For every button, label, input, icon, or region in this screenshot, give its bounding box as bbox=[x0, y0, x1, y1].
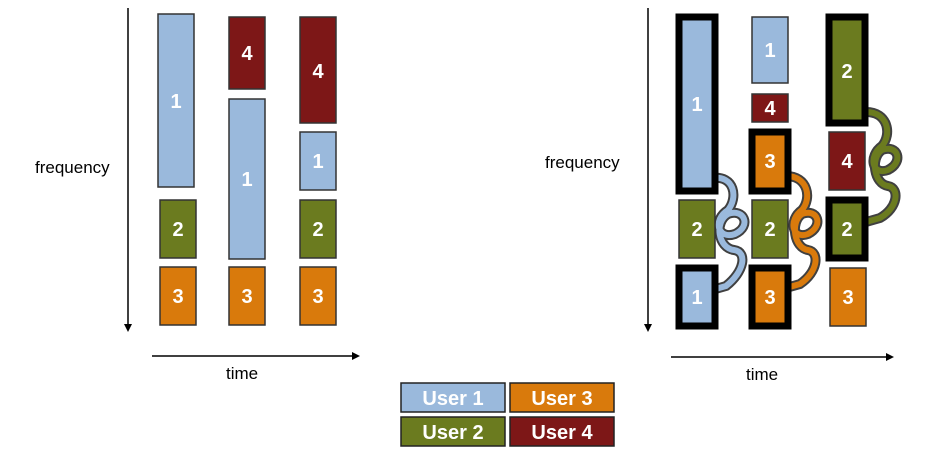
legend-item-user4: User 4 bbox=[509, 416, 615, 447]
right-block: 2 bbox=[678, 199, 716, 259]
right-block: 2 bbox=[751, 199, 789, 259]
legend-item-user3: User 3 bbox=[509, 382, 615, 413]
right-block: 1 bbox=[751, 16, 789, 84]
svg-text:1: 1 bbox=[312, 151, 323, 173]
svg-text:4: 4 bbox=[312, 61, 324, 83]
right-block: 1 bbox=[675, 264, 719, 330]
svg-text:3: 3 bbox=[312, 286, 323, 308]
svg-text:3: 3 bbox=[172, 286, 183, 308]
right-block: 4 bbox=[751, 93, 789, 123]
svg-text:4: 4 bbox=[764, 98, 776, 120]
legend: User 1 User 3 User 2 User 4 bbox=[400, 382, 615, 447]
left-frequency-label: frequency bbox=[35, 158, 110, 177]
left-block: 3 bbox=[299, 266, 337, 326]
left-block: 2 bbox=[159, 199, 197, 259]
right-block: 4 bbox=[828, 131, 866, 191]
knot-link-user2 bbox=[861, 107, 903, 227]
svg-text:1: 1 bbox=[170, 91, 181, 113]
knot-link-user3 bbox=[781, 171, 823, 293]
svg-text:1: 1 bbox=[241, 169, 252, 191]
svg-text:1: 1 bbox=[691, 287, 702, 309]
legend-item-user1: User 1 bbox=[400, 382, 506, 413]
svg-text:3: 3 bbox=[241, 286, 252, 308]
left-block: 4 bbox=[228, 16, 266, 90]
svg-text:User 2: User 2 bbox=[422, 422, 483, 444]
left-block: 1 bbox=[157, 13, 195, 188]
right-block: 3 bbox=[748, 128, 792, 195]
svg-text:3: 3 bbox=[764, 287, 775, 309]
svg-text:2: 2 bbox=[691, 219, 702, 241]
left-block: 4 bbox=[299, 16, 337, 124]
right-block: 2 bbox=[825, 196, 869, 262]
svg-text:3: 3 bbox=[764, 151, 775, 173]
left-block: 3 bbox=[228, 266, 266, 326]
right-panel: frequency time 1 2 1 bbox=[545, 8, 903, 384]
left-block: 1 bbox=[228, 98, 266, 260]
svg-text:User 1: User 1 bbox=[422, 388, 483, 410]
svg-text:User 3: User 3 bbox=[531, 388, 592, 410]
svg-text:2: 2 bbox=[841, 61, 852, 83]
left-block: 3 bbox=[159, 266, 197, 326]
left-block: 2 bbox=[299, 199, 337, 259]
svg-text:2: 2 bbox=[172, 219, 183, 241]
left-block: 1 bbox=[299, 131, 337, 191]
svg-text:1: 1 bbox=[691, 94, 702, 116]
right-block: 3 bbox=[829, 267, 867, 327]
right-block: 2 bbox=[825, 13, 869, 127]
left-time-label: time bbox=[226, 364, 258, 383]
svg-text:1: 1 bbox=[764, 40, 775, 62]
right-block: 1 bbox=[675, 13, 719, 195]
svg-text:3: 3 bbox=[842, 287, 853, 309]
svg-text:2: 2 bbox=[841, 219, 852, 241]
right-frequency-label: frequency bbox=[545, 153, 620, 172]
svg-text:User 4: User 4 bbox=[531, 422, 593, 444]
svg-text:2: 2 bbox=[312, 219, 323, 241]
right-block: 3 bbox=[748, 264, 792, 330]
knot-link-user1 bbox=[707, 172, 750, 295]
right-time-label: time bbox=[746, 365, 778, 384]
legend-item-user2: User 2 bbox=[400, 416, 506, 447]
left-panel: frequency time 1 2 3 4 1 3 bbox=[35, 8, 360, 383]
svg-text:2: 2 bbox=[764, 219, 775, 241]
svg-text:4: 4 bbox=[241, 43, 253, 65]
svg-text:4: 4 bbox=[841, 151, 853, 173]
